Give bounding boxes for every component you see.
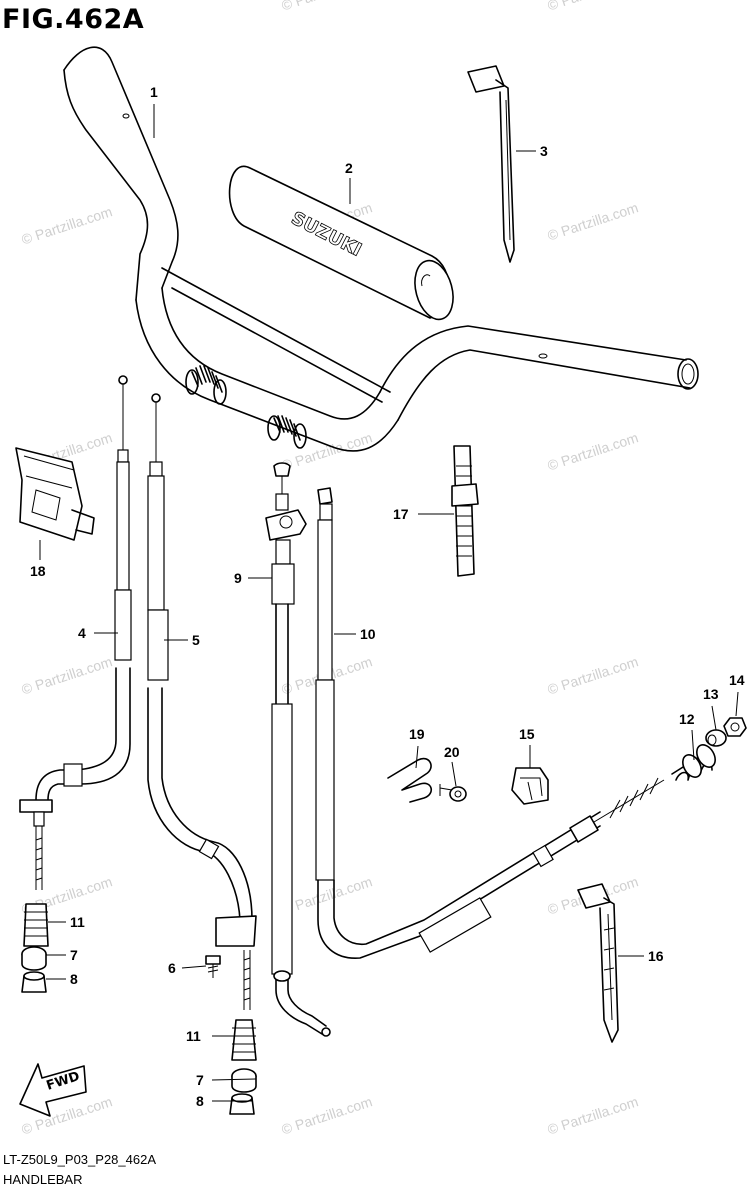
fwd-arrow: FWD xyxy=(19,1063,87,1117)
callout-11-left: 11 xyxy=(70,914,85,930)
boot-11-right xyxy=(231,1019,257,1061)
figure-code: LT-Z50L9_P03_P28_462A xyxy=(3,1152,156,1167)
figure-name: HANDLEBAR xyxy=(3,1172,83,1187)
callout-14: 14 xyxy=(729,672,745,688)
spring-12 xyxy=(671,744,716,781)
leader-lines xyxy=(39,104,739,1102)
cable-10 xyxy=(315,487,665,959)
callout-1: 1 xyxy=(150,84,158,100)
cap-8-left xyxy=(21,971,47,993)
cable-tie-3 xyxy=(467,65,515,263)
callout-15: 15 xyxy=(519,726,535,742)
collar-13 xyxy=(705,729,727,747)
cable-9 xyxy=(265,462,331,1037)
callout-20: 20 xyxy=(444,744,460,760)
callout-16: 16 xyxy=(648,948,664,964)
bracket-18 xyxy=(15,447,95,541)
callout-12: 12 xyxy=(679,711,695,727)
cap-8-right xyxy=(229,1093,255,1115)
callout-18: 18 xyxy=(30,563,46,579)
handlebar xyxy=(63,46,699,452)
callout-8-left: 8 xyxy=(70,971,78,987)
clamp-15 xyxy=(511,767,549,805)
callout-9: 9 xyxy=(234,570,242,586)
bolt-6 xyxy=(205,955,221,978)
nut-7-right xyxy=(231,1068,257,1093)
boot-11-left xyxy=(23,903,49,947)
nut-14 xyxy=(723,717,747,737)
callout-8-right: 8 xyxy=(196,1093,204,1109)
callout-10: 10 xyxy=(360,626,376,642)
clip-19 xyxy=(387,757,432,803)
cable-tie-16 xyxy=(577,883,619,1043)
callout-3: 3 xyxy=(540,143,548,159)
screw-20 xyxy=(439,784,467,802)
callout-17: 17 xyxy=(393,506,409,522)
callout-13: 13 xyxy=(703,686,719,702)
nut-7-left xyxy=(21,946,47,971)
strap-17 xyxy=(451,445,479,577)
callout-19: 19 xyxy=(409,726,425,742)
cable-4 xyxy=(19,375,132,890)
callout-2: 2 xyxy=(345,160,353,176)
callout-11-right: 11 xyxy=(186,1028,201,1044)
callout-7-right: 7 xyxy=(196,1072,204,1088)
callout-4: 4 xyxy=(78,625,86,641)
figure-title: FIG.462A xyxy=(2,4,145,35)
callout-5: 5 xyxy=(192,632,200,648)
cable-5 xyxy=(147,393,257,1010)
handlebar-pad: SUZUKI xyxy=(228,165,454,321)
callout-7-left: 7 xyxy=(70,947,78,963)
callout-6: 6 xyxy=(168,960,176,976)
